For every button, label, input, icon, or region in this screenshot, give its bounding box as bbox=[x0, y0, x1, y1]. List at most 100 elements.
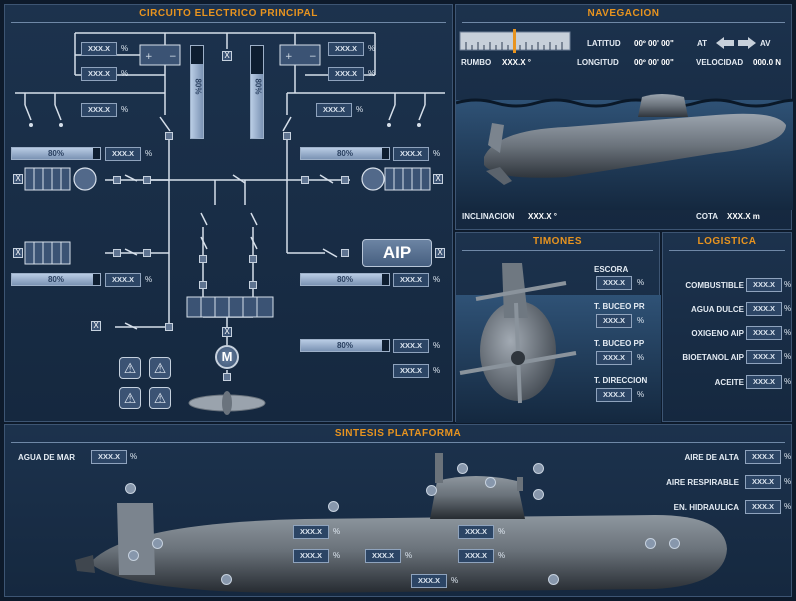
nav-graphics bbox=[456, 29, 793, 210]
cota-value: XXX.X m bbox=[727, 212, 760, 221]
generator-right-1-value: XXX.X bbox=[393, 147, 429, 161]
sensor-dot[interactable] bbox=[485, 477, 496, 488]
pct-label: % bbox=[356, 105, 364, 114]
circuit-title: CIRCUITO ELECTRICO PRINCIPAL bbox=[139, 8, 318, 19]
pct-label: % bbox=[433, 149, 441, 158]
sensor-dot[interactable] bbox=[152, 538, 163, 549]
battery-left-value-1: XXX.X bbox=[81, 42, 117, 56]
gen-right-1-switch[interactable] bbox=[341, 176, 349, 184]
shore-node[interactable] bbox=[165, 323, 173, 331]
aire-alta-label: AIRE DE ALTA bbox=[684, 453, 739, 462]
motor-breaker-x[interactable]: X bbox=[222, 327, 232, 337]
warning-icon[interactable]: ⚠ bbox=[119, 387, 141, 409]
pct-label: % bbox=[145, 275, 153, 284]
sensor-dot[interactable] bbox=[645, 538, 656, 549]
sensor-dot[interactable] bbox=[125, 483, 136, 494]
buceo-pp-label: T. BUCEO PP bbox=[594, 339, 645, 348]
battery-left-fill bbox=[191, 64, 203, 138]
aip-switch[interactable] bbox=[341, 249, 349, 257]
pct-label: % bbox=[637, 353, 645, 362]
motor-feed-left[interactable] bbox=[199, 255, 207, 263]
generator-left-2-bar: 80% bbox=[11, 273, 101, 286]
logistica-panel: LOGISTICA COMBUSTIBLE XXX.X % AGUA DULCE… bbox=[662, 232, 792, 422]
pct-label: % bbox=[637, 316, 645, 325]
generator-left-2-value: XXX.X bbox=[105, 273, 141, 287]
generator-left-1-x[interactable]: X bbox=[13, 174, 23, 184]
agua-mar-label: AGUA DE MAR bbox=[18, 453, 76, 462]
bus-right-node[interactable] bbox=[301, 176, 309, 184]
sensor-dot[interactable] bbox=[426, 485, 437, 496]
breaker-right[interactable] bbox=[283, 132, 291, 140]
escora-value: XXX.X bbox=[596, 276, 632, 290]
agua-dulce-label: AGUA DULCE bbox=[690, 305, 744, 314]
bus-left-node[interactable] bbox=[143, 176, 151, 184]
aip-x[interactable]: X bbox=[435, 248, 445, 258]
sintesis-title: SINTESIS PLATAFORMA bbox=[334, 428, 462, 439]
generator-right-1-x[interactable]: X bbox=[433, 174, 443, 184]
sensor-dot[interactable] bbox=[669, 538, 680, 549]
motor-feed-right[interactable] bbox=[249, 255, 257, 263]
extra-value: XXX.X bbox=[393, 364, 429, 378]
bioetanol-aip-label: BIOETANOL AIP bbox=[682, 353, 744, 362]
aceite-value: XXX.X bbox=[746, 375, 782, 389]
sensor-dot[interactable] bbox=[457, 463, 468, 474]
sensor-dot[interactable] bbox=[533, 489, 544, 500]
pct-label: % bbox=[433, 366, 441, 375]
warning-icon[interactable]: ⚠ bbox=[149, 357, 171, 379]
pct-label: % bbox=[498, 527, 506, 536]
sensor-dot[interactable] bbox=[533, 463, 544, 474]
motor-feed-right-2[interactable] bbox=[249, 281, 257, 289]
latitud-value: 00º 00' 00" bbox=[634, 39, 674, 48]
generator-left-2-x[interactable]: X bbox=[13, 248, 23, 258]
sensor-dot[interactable] bbox=[221, 574, 232, 585]
oxigeno-aip-label: OXIGENO AIP bbox=[691, 329, 744, 338]
motor-feed-left-2[interactable] bbox=[199, 281, 207, 289]
at-label[interactable]: AT bbox=[697, 39, 708, 48]
pct-label: % bbox=[333, 551, 341, 560]
sensor-dot[interactable] bbox=[128, 550, 139, 561]
buceo-pp-value: XXX.X bbox=[596, 351, 632, 365]
agua-dulce-value: XXX.X bbox=[746, 302, 782, 316]
sensor-dot[interactable] bbox=[328, 501, 339, 512]
gen-left-1-switch[interactable] bbox=[113, 176, 121, 184]
battery-right-value-2: XXX.X bbox=[328, 67, 364, 81]
warning-icon[interactable]: ⚠ bbox=[149, 387, 171, 409]
pct-label: % bbox=[784, 352, 792, 361]
combustible-value: XXX.X bbox=[746, 278, 782, 292]
hidraulica-label: EN. HIDRAULICA bbox=[673, 503, 739, 512]
pct-label: % bbox=[637, 390, 645, 399]
pct-label: % bbox=[368, 69, 376, 78]
warning-icon[interactable]: ⚠ bbox=[119, 357, 141, 379]
svg-text:−: − bbox=[169, 52, 177, 62]
gen-left-2-switch[interactable] bbox=[113, 249, 121, 257]
svg-text:−: − bbox=[309, 52, 317, 62]
breaker-left[interactable] bbox=[165, 132, 173, 140]
shore-breaker-x[interactable]: X bbox=[91, 321, 101, 331]
bus-left-node-2[interactable] bbox=[143, 249, 151, 257]
battery-right-level-text: 80% bbox=[253, 78, 263, 95]
center-breaker-x[interactable]: X bbox=[222, 51, 232, 61]
pct-label: % bbox=[368, 44, 376, 53]
pct-label: % bbox=[784, 377, 792, 386]
hull-value-2: XXX.X bbox=[458, 525, 494, 539]
generator-right-1-bar: 80% bbox=[300, 147, 390, 160]
propulsion-motor[interactable]: M bbox=[215, 345, 239, 369]
sensor-dot[interactable] bbox=[548, 574, 559, 585]
pct-label: % bbox=[498, 551, 506, 560]
pct-label: % bbox=[784, 477, 792, 486]
aire-respirable-value: XXX.X bbox=[745, 475, 781, 489]
aip-bar-text: 80% bbox=[336, 275, 353, 284]
aip-module[interactable]: AIP bbox=[362, 239, 432, 267]
battery-left-level: 80% bbox=[190, 45, 204, 139]
buceo-pr-value: XXX.X bbox=[596, 314, 632, 328]
av-label[interactable]: AV bbox=[760, 39, 771, 48]
generator-left-2-fill bbox=[12, 274, 93, 285]
aceite-label: ACEITE bbox=[714, 378, 744, 387]
extra-bar-text: 80% bbox=[336, 341, 353, 350]
logistica-title: LOGISTICA bbox=[697, 236, 757, 247]
pct-label: % bbox=[405, 551, 413, 560]
pct-label: % bbox=[433, 275, 441, 284]
hull-value-1: XXX.X bbox=[293, 525, 329, 539]
pct-label: % bbox=[130, 452, 138, 461]
timones-panel: TIMONES ESCORA XXX.X % T. BUCEO PR XXX.X… bbox=[455, 232, 661, 423]
